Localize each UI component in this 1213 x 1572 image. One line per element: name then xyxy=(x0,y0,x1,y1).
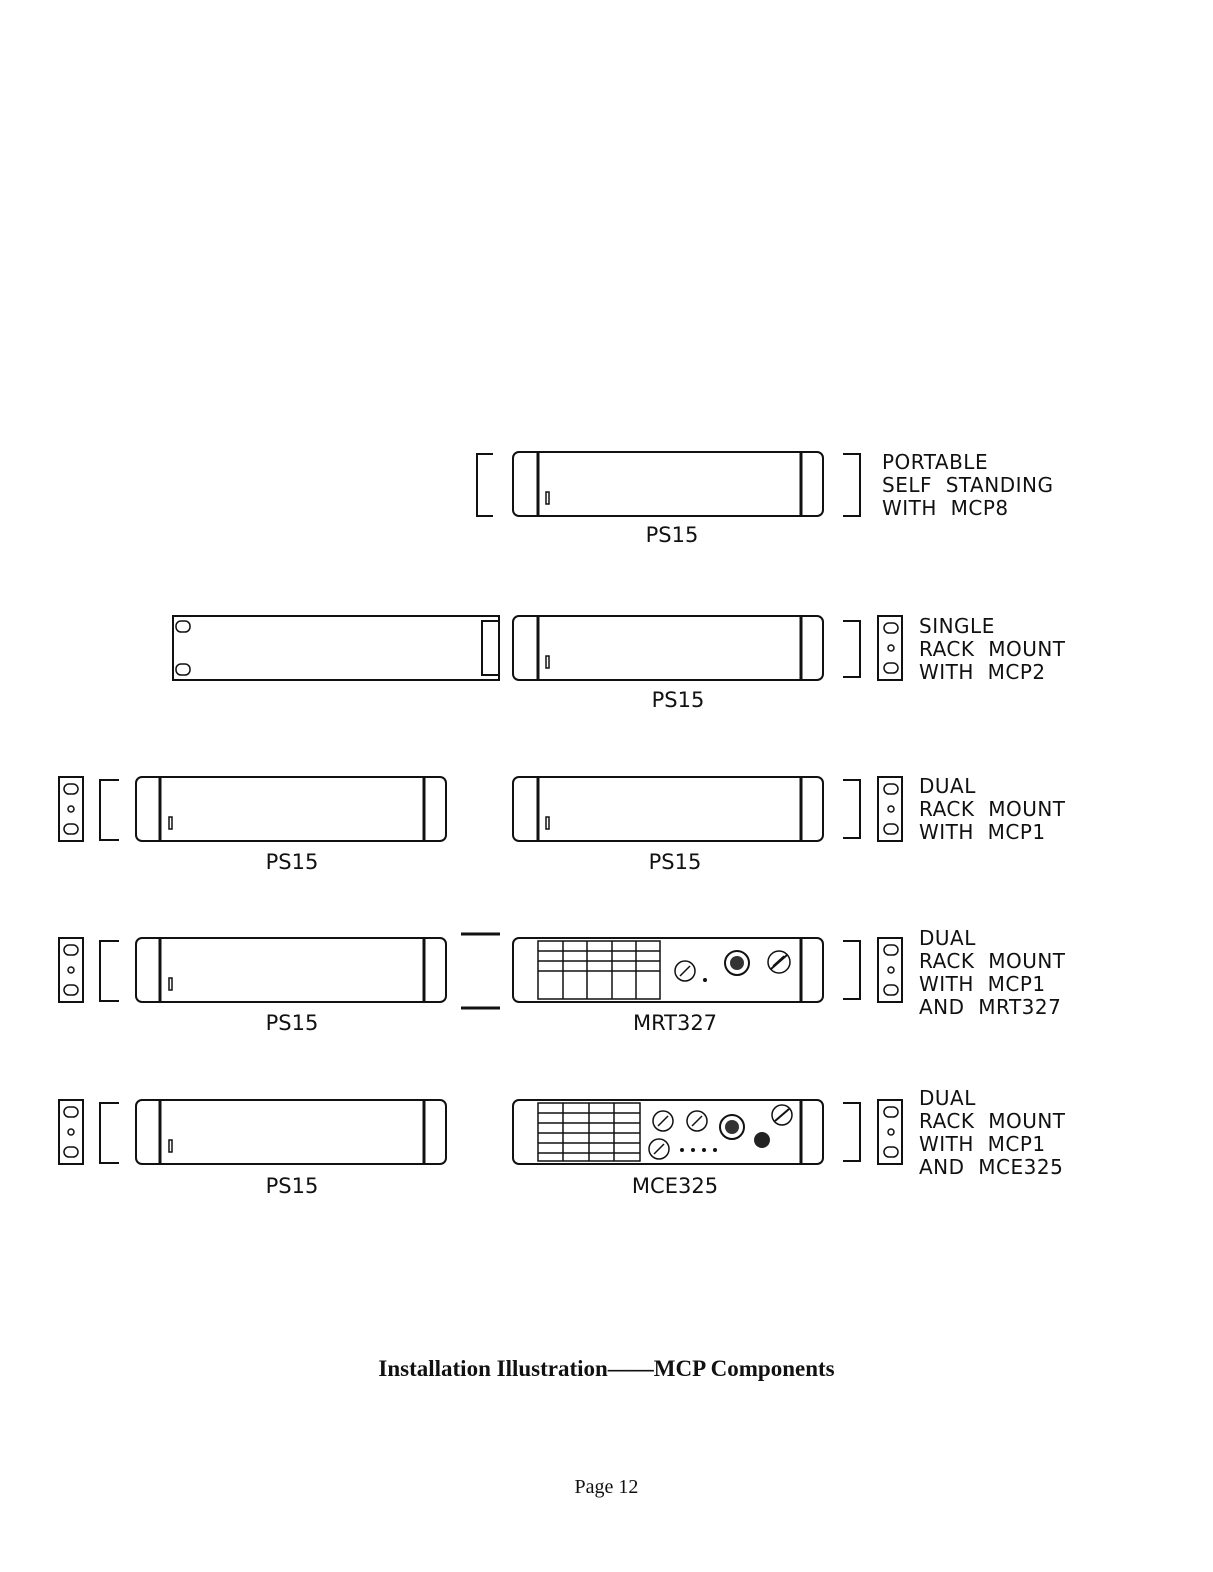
rack-ear-right xyxy=(843,938,902,1002)
description-line: SINGLE xyxy=(919,614,995,638)
description-line: RACK MOUNT xyxy=(919,1109,1066,1133)
mce325-unit xyxy=(513,1100,823,1164)
rack-ear-left xyxy=(59,777,119,841)
description-row-3: DUAL RACK MOUNT WITH MCP1 xyxy=(919,774,1066,844)
row-3-dual-rack xyxy=(59,777,902,841)
description-line: WITH MCP1 xyxy=(919,1132,1046,1156)
unit-label: PS15 xyxy=(646,523,699,547)
description-line: SELF STANDING xyxy=(882,473,1053,497)
description-line: AND MRT327 xyxy=(919,995,1061,1019)
figure-caption: Installation Illustration——MCP Component… xyxy=(0,1356,1213,1382)
row-5-dual-rack-mce325 xyxy=(59,1100,902,1164)
rack-ear-right xyxy=(843,616,902,680)
description-line: DUAL xyxy=(919,1086,976,1110)
description-line: AND MCE325 xyxy=(919,1155,1063,1179)
description-line: RACK MOUNT xyxy=(919,949,1066,973)
rack-ear-left xyxy=(59,1100,119,1164)
description-line: WITH MCP1 xyxy=(919,972,1046,996)
unit-label: PS15 xyxy=(266,850,319,874)
description-line: DUAL xyxy=(919,774,976,798)
description-line: RACK MOUNT xyxy=(919,797,1066,821)
ps15-unit-left xyxy=(136,938,446,1002)
rack-ear-right xyxy=(843,777,902,841)
description-line: RACK MOUNT xyxy=(919,637,1066,661)
unit-label: PS15 xyxy=(652,688,705,712)
page-number: Page 12 xyxy=(0,1476,1213,1499)
unit-label: PS15 xyxy=(649,850,702,874)
description-line: WITH MCP2 xyxy=(919,660,1046,684)
coupler-plates xyxy=(461,934,500,1008)
ps15-unit-left xyxy=(136,1100,446,1164)
right-foot-bracket xyxy=(843,454,860,516)
ps15-unit-left xyxy=(136,777,446,841)
description-line: WITH MCP8 xyxy=(882,496,1009,520)
description-line: PORTABLE xyxy=(882,450,988,474)
description-row-2: SINGLE RACK MOUNT WITH MCP2 xyxy=(919,614,1066,684)
left-foot-bracket xyxy=(477,454,493,516)
unit-label: PS15 xyxy=(266,1174,319,1198)
row-4-dual-rack-mrt327 xyxy=(59,934,902,1008)
ps15-unit xyxy=(513,452,823,516)
description-row-5: DUAL RACK MOUNT WITH MCP1 AND MCE325 xyxy=(919,1086,1066,1179)
row-2-single-rack xyxy=(173,616,902,680)
rack-ear-right xyxy=(843,1100,902,1164)
extension-panel xyxy=(173,616,499,680)
unit-label: PS15 xyxy=(266,1011,319,1035)
ps15-unit-right xyxy=(513,777,823,841)
unit-label: MRT327 xyxy=(633,1011,717,1035)
description-row-4: DUAL RACK MOUNT WITH MCP1 AND MRT327 xyxy=(919,926,1066,1019)
rack-ear-left xyxy=(59,938,119,1002)
row-1-portable xyxy=(477,452,860,516)
description-row-1: PORTABLE SELF STANDING WITH MCP8 xyxy=(882,450,1053,520)
mrt327-unit xyxy=(513,938,823,1002)
ps15-unit xyxy=(513,616,823,680)
description-line: WITH MCP1 xyxy=(919,820,1046,844)
unit-label: MCE325 xyxy=(632,1174,718,1198)
description-line: DUAL xyxy=(919,926,976,950)
